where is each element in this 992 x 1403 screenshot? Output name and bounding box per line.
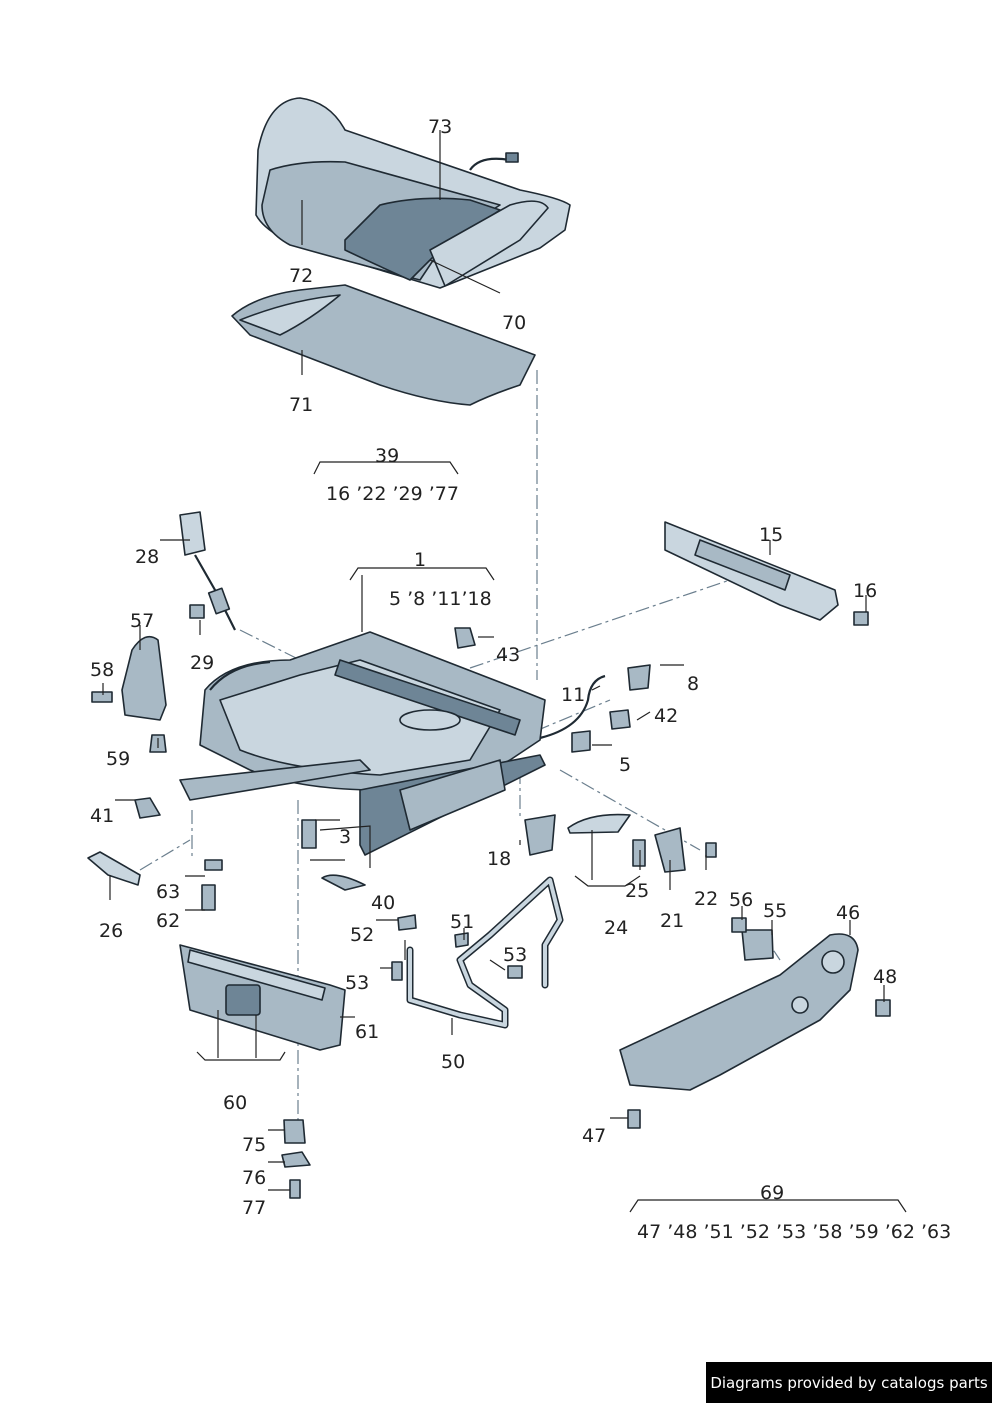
seat-frame-illustration [179, 631, 546, 856]
label-51: 51 [450, 911, 474, 933]
label-52: 52 [350, 924, 374, 946]
label-61: 61 [355, 1021, 379, 1043]
label-56: 56 [729, 889, 753, 911]
cushion-pad-illustration [231, 284, 536, 406]
label-73: 73 [428, 116, 452, 138]
label-69: 69 [760, 1182, 784, 1204]
credit-banner: Diagrams provided by catalogs parts [706, 1362, 992, 1403]
tube-illustration [406, 876, 564, 1029]
label-28: 28 [135, 546, 159, 568]
label-72: 72 [289, 265, 313, 287]
label-3: 3 [339, 826, 351, 848]
group-braces [196, 461, 907, 1213]
label-41: 41 [90, 805, 114, 827]
label-15: 15 [759, 524, 783, 546]
label-70: 70 [502, 312, 526, 334]
label-59: 59 [106, 748, 130, 770]
small-parts [87, 604, 891, 1199]
label-50: 50 [441, 1051, 465, 1073]
seat-cushion-illustration [255, 97, 571, 289]
label-76: 76 [242, 1167, 266, 1189]
label-53-lower: 53 [345, 972, 369, 994]
label-63: 63 [156, 881, 180, 903]
label-42: 42 [654, 705, 678, 727]
label-62: 62 [156, 910, 180, 932]
label-58: 58 [90, 659, 114, 681]
label-53-upper: 53 [503, 944, 527, 966]
side-bracket-illustration [121, 635, 167, 721]
side-cover-illustration [619, 933, 859, 1091]
label-21: 21 [660, 910, 684, 932]
label-48: 48 [873, 966, 897, 988]
label-60: 60 [223, 1092, 247, 1114]
label-77: 77 [242, 1197, 266, 1219]
label-22: 22 [694, 888, 718, 910]
label-57: 57 [130, 610, 154, 632]
label-16: 16 [853, 580, 877, 602]
label-25: 25 [625, 880, 649, 902]
leader-lines [102, 130, 885, 1191]
label-71: 71 [289, 394, 313, 416]
label-8: 8 [687, 673, 699, 695]
side-rail-illustration [664, 521, 839, 621]
label-11: 11 [561, 684, 585, 706]
label-39: 39 [375, 445, 399, 467]
label-47: 47 [582, 1125, 606, 1147]
label-69-sub: 47 ’48 ’51 ’52 ’53 ’58 ’59 ’62 ’63 [637, 1221, 951, 1243]
label-18: 18 [487, 848, 511, 870]
storage-drawer-illustration [179, 944, 346, 1051]
label-39-sub: 16 ’22 ’29 ’77 [326, 483, 459, 505]
label-1: 1 [414, 549, 426, 571]
label-43: 43 [496, 644, 520, 666]
label-1-sub: 5 ’8 ’11’18 [389, 588, 492, 610]
label-5: 5 [619, 754, 631, 776]
label-55: 55 [763, 900, 787, 922]
label-29: 29 [190, 652, 214, 674]
label-46: 46 [836, 902, 860, 924]
label-26: 26 [99, 920, 123, 942]
belt-buckle-illustration [179, 511, 236, 631]
label-75: 75 [242, 1134, 266, 1156]
label-40: 40 [371, 892, 395, 914]
label-24: 24 [604, 917, 628, 939]
callout-labels: 73 72 70 71 39 16 ’22 ’29 ’77 28 1 5 ’8 … [90, 116, 951, 1243]
